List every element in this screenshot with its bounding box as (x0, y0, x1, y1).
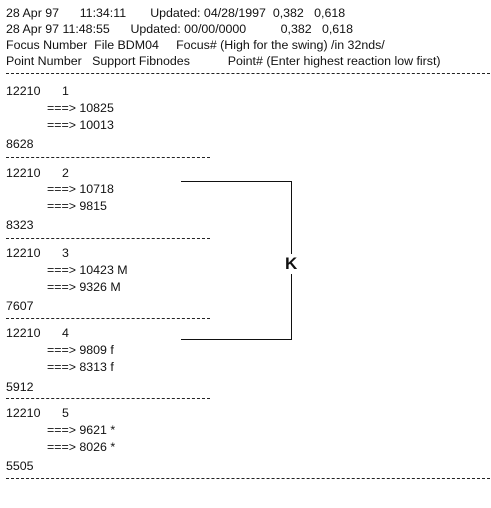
block-separator (6, 238, 210, 239)
header-line-3: Focus Number File BDM04 Focus# (High for… (6, 38, 385, 52)
block-index: 4 (62, 326, 69, 340)
block-separator (6, 157, 210, 158)
focus-number: 12210 (6, 406, 41, 420)
bracket-bottom-arm (181, 339, 292, 340)
point-number: 5505 (6, 459, 34, 473)
point-number: 8628 (6, 137, 34, 151)
fibnode-line: ===> 9815 (47, 199, 107, 213)
block-separator (6, 318, 210, 319)
header-line-1: 28 Apr 97 11:34:11 Updated: 04/28/1997 0… (6, 6, 346, 20)
block-separator (6, 398, 210, 399)
block-index: 1 (62, 84, 69, 98)
fibnode-line: ===> 9809 f (47, 343, 114, 357)
focus-number: 12210 (6, 326, 41, 340)
bracket-label: K (284, 254, 299, 274)
header-line-4: Point Number Support Fibnodes Point# (En… (6, 54, 441, 68)
fibnode-line: ===> 8313 f (47, 360, 114, 374)
footer-separator (6, 478, 490, 479)
block-index: 5 (62, 406, 69, 420)
point-number: 8323 (6, 218, 34, 232)
fibnode-line: ===> 8026 * (47, 440, 116, 454)
focus-number: 12210 (6, 166, 41, 180)
block-index: 3 (62, 246, 69, 260)
fibnode-line: ===> 10718 (47, 182, 114, 196)
fibnode-line: ===> 10423 M (47, 263, 128, 277)
header-line-2: 28 Apr 97 11:48:55 Updated: 00/00/0000 0… (6, 22, 353, 36)
fibnode-line: ===> 9621 * (47, 423, 116, 437)
point-number: 5912 (6, 380, 34, 394)
focus-number: 12210 (6, 84, 41, 98)
header-separator (6, 73, 490, 74)
point-number: 7607 (6, 299, 34, 313)
fibnode-line: ===> 10825 (47, 101, 114, 115)
block-index: 2 (62, 166, 69, 180)
fibnode-line: ===> 9326 M (47, 280, 121, 294)
bracket-top-arm (181, 181, 292, 182)
focus-number: 12210 (6, 246, 41, 260)
fibnode-line: ===> 10013 (47, 118, 114, 132)
